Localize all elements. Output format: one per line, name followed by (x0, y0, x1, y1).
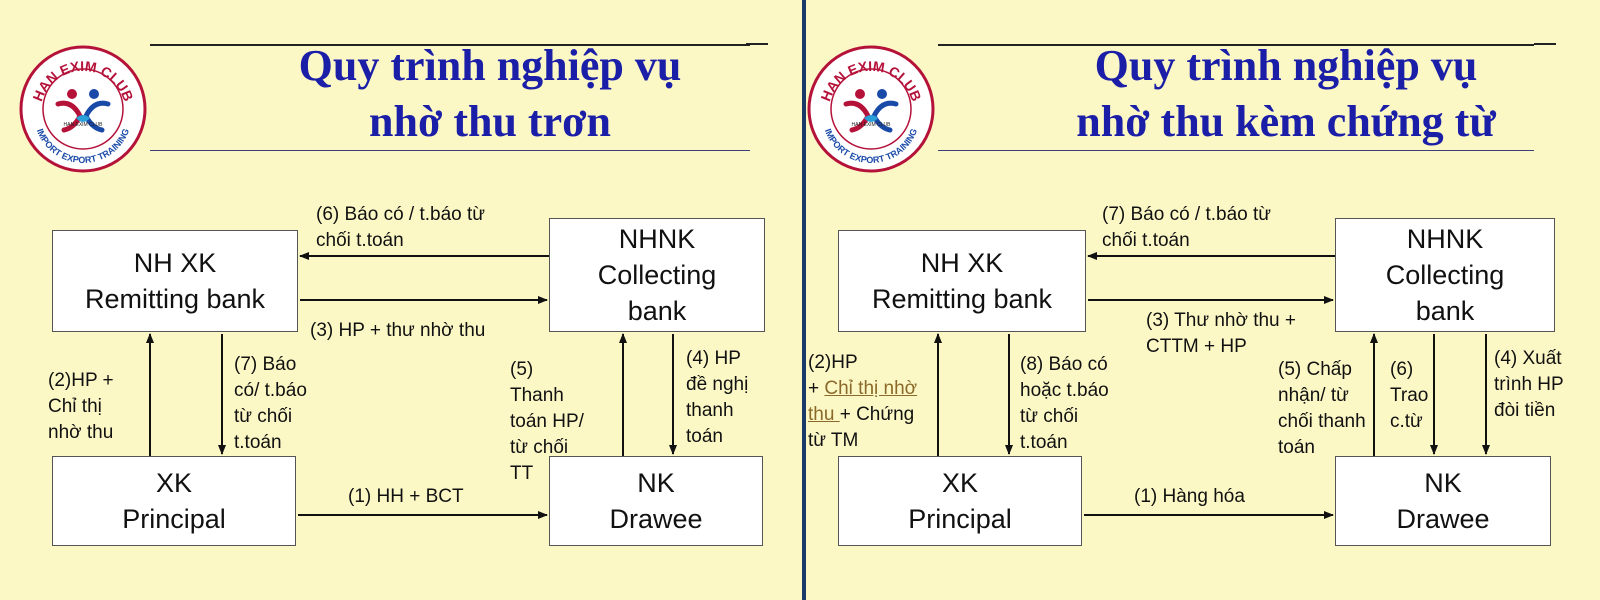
collecting-bank-box: NHNK Collecting bank (549, 218, 765, 332)
box-line: Collecting (1385, 260, 1505, 290)
logo-emblem-icon: HAN EXIM CLUB IMPORT EXPORT TRAINING HAN… (807, 45, 935, 173)
label-step7: (7) Báo có / t.báo từ chối t.toán (1102, 204, 1272, 251)
slide-simple-collection: HAN EXIM CLUB IMPORT EXPORT TRAINING HAN… (0, 0, 802, 600)
title-bottom-rule (938, 150, 1534, 151)
han-exim-club-logo: HAN EXIM CLUB IMPORT EXPORT TRAINING HAN… (18, 44, 148, 174)
logo-center-text: HAN EXIM CLUB (64, 122, 104, 128)
box-line: NHNK (1406, 224, 1484, 254)
box-line: XK (941, 468, 979, 498)
logo-center-text: HAN EXIM CLUB (852, 122, 892, 128)
drawee-box: NK Drawee (549, 456, 763, 546)
box-line: Principal (908, 504, 1012, 534)
principal-box: XK Principal (52, 456, 296, 546)
title-top-rule-end (1534, 43, 1556, 45)
box-line: NH XK (133, 248, 217, 278)
label-step6: (6) Trao c.từ (1390, 359, 1429, 432)
box-line: Remitting bank (871, 284, 1053, 314)
box-line: Drawee (1396, 504, 1490, 534)
title-top-rule (938, 44, 1534, 46)
box-line: XK (155, 468, 193, 498)
label-step2: (2)HP + Chỉ thị nhờ thu (48, 370, 114, 443)
box-line: NHNK (618, 224, 696, 254)
box-line: Drawee (609, 504, 703, 534)
box-line: Principal (122, 504, 226, 534)
title-top-rule-end (746, 43, 768, 45)
han-exim-club-logo: HAN EXIM CLUB IMPORT EXPORT TRAINING HAN… (806, 44, 936, 174)
remitting-bank-box: NH XK Remitting bank (838, 230, 1086, 332)
title-line-2: nhờ thu kèm chứng từ (1076, 97, 1496, 146)
box-line: bank (1415, 296, 1475, 326)
label-step3: (3) HP + thư nhờ thu (310, 320, 486, 341)
label-step2: (2)HP + Chỉ thị nhờ thu + Chứng từ TM (808, 352, 918, 451)
box-line: Remitting bank (84, 284, 266, 314)
title-line-1: Quy trình nghiệp vụ (1094, 41, 1478, 90)
title-bottom-rule (150, 150, 750, 151)
instruction-link-cont[interactable]: thu (808, 404, 840, 425)
box-line: bank (627, 296, 687, 326)
label-step8: (8) Báo có hoặc t.báo từ chối t.toán (1020, 354, 1109, 453)
drawee-box: NK Drawee (1335, 456, 1551, 546)
collecting-bank-box: NHNK Collecting bank (1335, 218, 1555, 332)
label-step1: (1) HH + BCT (348, 486, 464, 507)
label-step6: (6) Báo có / t.báo từ chối t.toán (316, 204, 486, 251)
title-line-2: nhờ thu trơn (369, 97, 611, 146)
slide-title: Quy trình nghiệp vụ nhờ thu trơn (220, 38, 760, 150)
label-step5: (5) Thanh toán HP/ từ chối TT (510, 359, 584, 484)
label-step3: (3) Thư nhờ thu + CTTM + HP (1146, 310, 1296, 357)
title-line-1: Quy trình nghiệp vụ (298, 41, 682, 90)
box-line: NK (637, 468, 675, 498)
instruction-link[interactable]: Chỉ thị nhờ (824, 378, 918, 399)
box-line: NK (1424, 468, 1462, 498)
label-step4: (4) HP đề nghị thanh toán (686, 348, 749, 447)
label-step7: (7) Báo có/ t.báo từ chối t.toán (234, 354, 307, 453)
label-step1: (1) Hàng hóa (1134, 486, 1245, 507)
slide-documentary-collection: HAN EXIM CLUB IMPORT EXPORT TRAINING HAN… (806, 0, 1600, 600)
remitting-bank-box: NH XK Remitting bank (52, 230, 298, 332)
box-line: NH XK (920, 248, 1004, 278)
principal-box: XK Principal (838, 456, 1082, 546)
label-step4: (4) Xuất trình HP đòi tiền (1494, 348, 1564, 421)
label-step5: (5) Chấp nhận/ từ chối thanh toán (1278, 359, 1366, 458)
box-line: Collecting (597, 260, 717, 290)
logo-emblem-icon: HAN EXIM CLUB IMPORT EXPORT TRAINING HAN… (19, 45, 147, 173)
title-top-rule (150, 44, 750, 46)
slide-title: Quy trình nghiệp vụ nhờ thu kèm chứng từ (1016, 38, 1556, 150)
